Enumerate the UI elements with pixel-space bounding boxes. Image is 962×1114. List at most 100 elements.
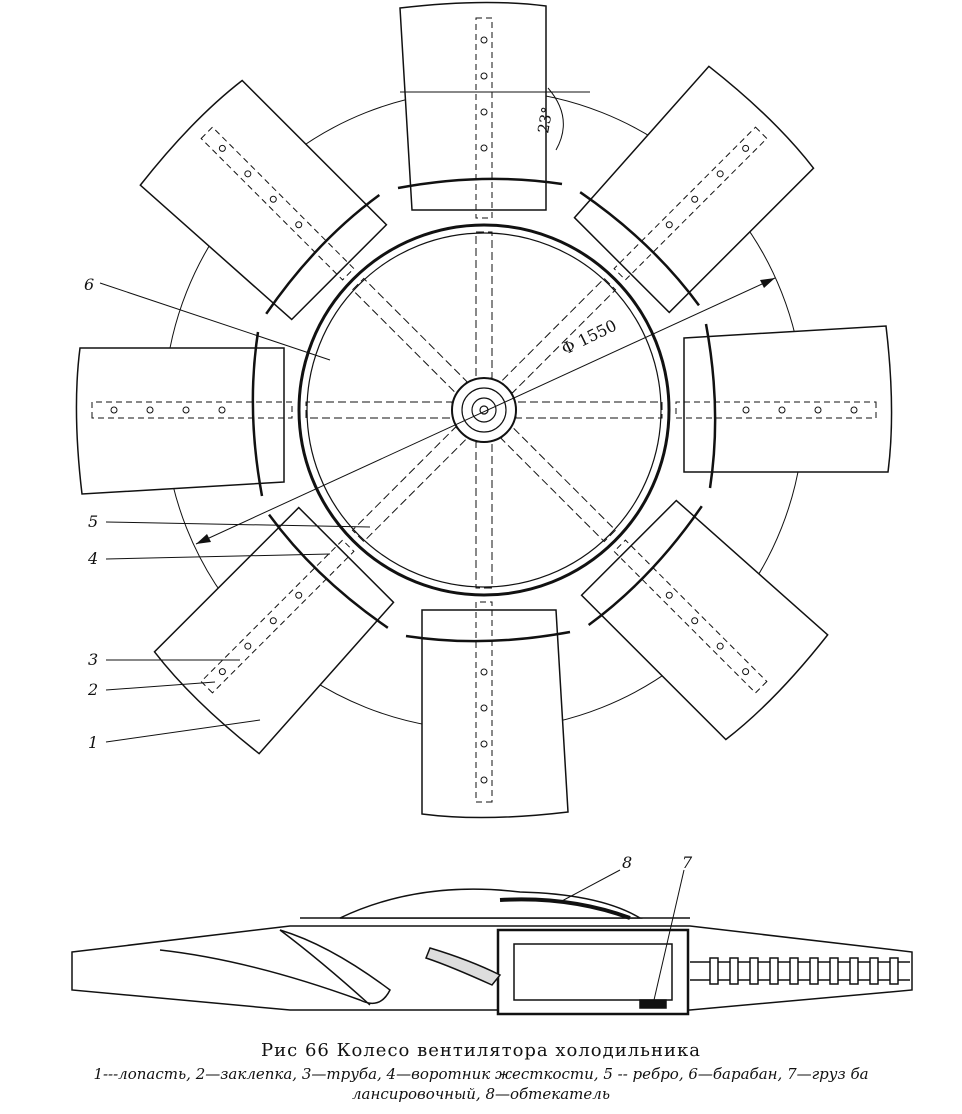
label-1: 1 <box>88 733 98 752</box>
blade <box>580 499 829 741</box>
leader-5 <box>105 521 371 528</box>
shaft-collar <box>829 957 839 985</box>
rivet <box>480 72 488 80</box>
blades-group <box>75 1 893 819</box>
rivet <box>850 406 858 414</box>
rivet <box>218 668 226 676</box>
shaft-collar <box>849 957 859 985</box>
blade-body <box>580 499 829 741</box>
shaft-collar <box>729 957 739 985</box>
label-2: 2 <box>87 680 98 699</box>
blade-tube <box>200 126 355 281</box>
blade-tube <box>475 17 493 219</box>
leader-7 <box>653 869 685 1001</box>
stiffening-collar <box>265 194 381 315</box>
leader-4 <box>105 553 331 560</box>
rivet <box>665 221 673 229</box>
hub-outer <box>451 377 517 443</box>
rivet <box>218 144 226 152</box>
rivet <box>218 406 226 414</box>
rivet <box>480 36 488 44</box>
stiffening-collar <box>397 177 563 190</box>
rivet <box>716 170 724 178</box>
rivet <box>480 108 488 116</box>
stiffening-collar <box>579 191 700 307</box>
fan-wheel-drawing: 6 5 4 3 2 1 Φ 1550 23° 8 7 <box>71 1 913 1016</box>
side-drum-inner <box>513 943 673 1001</box>
shaft-collar <box>769 957 779 985</box>
blade <box>675 323 893 489</box>
diameter-dimension-line <box>195 277 776 545</box>
blade-tube <box>475 601 493 803</box>
drum-inner-line <box>306 232 662 588</box>
legend-line-1: 1---лопасть, 2—заклепка, 3—труба, 4—воро… <box>93 1065 869 1083</box>
label-6: 6 <box>84 275 94 294</box>
rivet <box>269 195 277 203</box>
blade-body <box>683 325 893 473</box>
shaft-collar <box>869 957 879 985</box>
shaft-collar <box>809 957 819 985</box>
blade-tube <box>91 401 293 419</box>
figure-caption-legend: 1---лопасть, 2—заклепка, 3—труба, 4—воро… <box>0 1064 962 1104</box>
angle-arc <box>547 87 564 151</box>
figure-caption-title: Рис 66 Колесо вентилятора холодильника <box>261 1040 701 1061</box>
blade <box>153 506 395 755</box>
rivet <box>742 668 750 676</box>
rivet <box>295 591 303 599</box>
rivet <box>716 642 724 650</box>
rivet <box>778 406 786 414</box>
stiffening-collar <box>268 513 389 629</box>
side-view <box>71 869 913 1016</box>
rivet <box>480 704 488 712</box>
stiffening-collar <box>587 505 703 626</box>
legend-line-2: лансировочный, 8—обтекатель <box>351 1085 610 1103</box>
blade <box>139 79 388 321</box>
blade-body <box>75 347 285 495</box>
diameter-arrow-end <box>760 278 775 288</box>
label-5: 5 <box>88 512 98 531</box>
rivet <box>480 668 488 676</box>
side-fairing-hatch <box>499 897 631 920</box>
side-shaft-collars <box>709 957 899 985</box>
stiffening-collar <box>704 323 717 489</box>
hub-inner <box>471 397 497 423</box>
stiffening-collar <box>405 630 571 643</box>
blade-body <box>421 609 569 819</box>
rivet <box>691 195 699 203</box>
rivet <box>691 617 699 625</box>
top-view <box>75 1 893 819</box>
rivet <box>269 617 277 625</box>
side-balance-weight <box>639 999 667 1009</box>
leader-1 <box>105 719 261 743</box>
blade <box>397 1 563 219</box>
shaft-collar <box>709 957 719 985</box>
rivet <box>182 406 190 414</box>
side-blade-outline <box>71 925 913 1011</box>
shaft-collar <box>749 957 759 985</box>
label-7: 7 <box>682 853 693 872</box>
side-rib <box>425 947 502 986</box>
leader-2 <box>105 681 216 691</box>
blade-body <box>399 1 547 211</box>
rivet <box>665 591 673 599</box>
label-3: 3 <box>88 650 98 669</box>
blade <box>573 65 815 314</box>
diameter-arrow-start <box>196 534 211 544</box>
rivet <box>110 406 118 414</box>
blade <box>75 331 293 497</box>
shaft-collar <box>889 957 899 985</box>
rivet <box>146 406 154 414</box>
label-4: 4 <box>87 549 98 568</box>
rivet <box>480 776 488 784</box>
leader-8 <box>559 869 621 903</box>
blade <box>405 601 571 819</box>
shaft-collar <box>789 957 799 985</box>
side-blade-twist-1 <box>159 929 391 1005</box>
rivet <box>244 170 252 178</box>
blade-body <box>573 65 815 314</box>
side-fairing <box>339 888 643 919</box>
blade-tube <box>675 401 877 419</box>
label-8: 8 <box>622 853 632 872</box>
rivet <box>742 144 750 152</box>
rivet <box>742 406 750 414</box>
